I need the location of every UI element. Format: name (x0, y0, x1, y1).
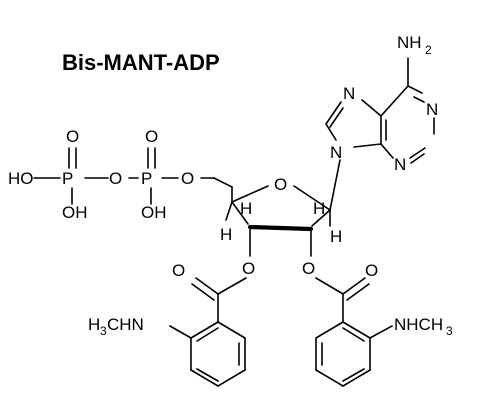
ring-oxygen-label: O (274, 175, 287, 194)
nhch3-main-label: NHCH (394, 315, 443, 334)
o2-ester-label: O (302, 259, 315, 278)
h-c1-label: H (313, 199, 325, 218)
amino-label: NH (397, 33, 422, 52)
n9-label: N (330, 143, 342, 162)
right-carbonyl-oxygen-label: O (365, 261, 378, 280)
nhch3-subscript: 3 (446, 324, 453, 338)
adenine-atoms: NH 2 N N N N (330, 33, 438, 174)
top-oxygen-1-label: O (66, 127, 79, 146)
h-c4-label: H (240, 199, 252, 218)
adenine-bonds (325, 57, 435, 211)
left-mant-bonds (169, 277, 247, 387)
hydroxyl-2-label: OH (141, 203, 167, 222)
hydroxyl-1-label: OH (62, 203, 88, 222)
right-mant-atoms: O NHCH 3 (365, 261, 453, 338)
n1-label: N (426, 100, 438, 119)
phosphate-atoms: HO P O P O O O OH OH (8, 127, 194, 222)
phosphorus-1-label: P (62, 169, 73, 188)
n7-label: N (343, 84, 355, 103)
h3chn-h-label: H (88, 315, 100, 334)
amino-subscript: 2 (425, 43, 432, 57)
h3chn-subscript: 3 (100, 324, 107, 338)
phosphate-bonds (33, 147, 233, 205)
h-c2-label: H (330, 227, 342, 246)
n3-label: N (394, 155, 406, 174)
left-carbonyl-oxygen-label: O (172, 261, 185, 280)
bridge-oxygen-label: O (109, 169, 122, 188)
top-oxygen-2-label: O (145, 127, 158, 146)
ribose-bonds (225, 185, 331, 257)
o3-ester-label: O (242, 259, 255, 278)
h-c3-label: H (220, 225, 232, 244)
left-mant-atoms: O H 3 CHN (88, 261, 185, 338)
right-mant-bonds (315, 277, 393, 387)
ester-oxygen-label: O (181, 169, 194, 188)
phosphorus-2-label: P (141, 169, 152, 188)
h3chn-rest-label: CHN (107, 315, 144, 334)
ho-label: HO (8, 169, 34, 188)
ribose-atoms: O H H H H O O (220, 175, 342, 278)
compound-title: Bis-MANT-ADP (62, 50, 220, 75)
